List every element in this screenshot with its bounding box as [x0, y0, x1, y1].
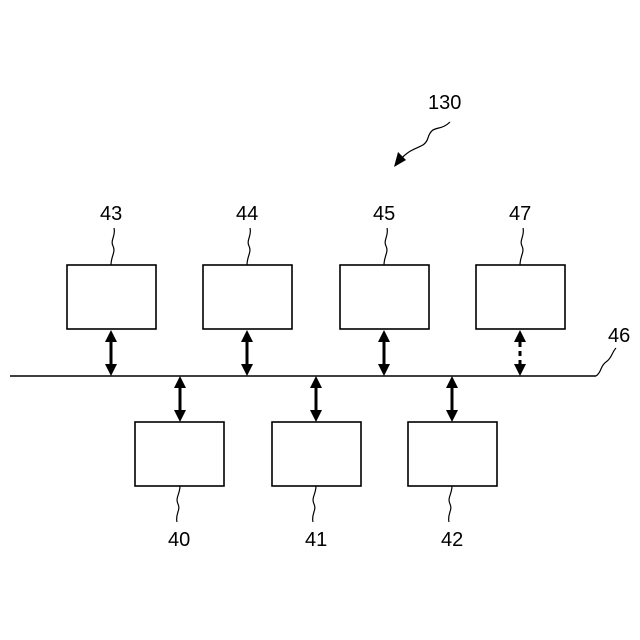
- block-box: [476, 265, 565, 329]
- block-leader: [313, 486, 316, 522]
- top-block-45: 45: [340, 203, 429, 376]
- connector-44: [241, 330, 253, 376]
- figure-pointer-arrowhead: [394, 152, 406, 167]
- block-box: [408, 422, 497, 486]
- arrowhead-up: [378, 330, 390, 342]
- block-leader: [520, 228, 523, 265]
- arrowhead-down: [446, 410, 458, 422]
- figure-pointer-arrow: [400, 122, 450, 160]
- arrowhead-down: [174, 410, 186, 422]
- arrowhead-up: [241, 330, 253, 342]
- connector-43: [105, 330, 117, 376]
- block-leader: [177, 486, 180, 522]
- top-block-43: 43: [67, 203, 156, 376]
- bus: 46: [10, 325, 630, 376]
- connector-40: [174, 376, 186, 422]
- connector-47-dashed: [514, 330, 526, 376]
- connector-45: [378, 330, 390, 376]
- connector-41: [310, 376, 322, 422]
- top-block-44: 44: [203, 203, 292, 376]
- block-label: 45: [373, 203, 395, 225]
- connector-42: [446, 376, 458, 422]
- figure-label: 130: [428, 92, 461, 114]
- block-box: [67, 265, 156, 329]
- arrowhead-up: [310, 376, 322, 388]
- block-leader: [111, 228, 114, 265]
- block-label: 42: [441, 529, 463, 551]
- figure-reference: 130: [394, 92, 461, 167]
- arrowhead-up: [514, 330, 526, 342]
- bus-label: 46: [608, 325, 630, 347]
- top-block-47: 47: [476, 203, 565, 376]
- block-leader: [384, 228, 387, 265]
- block-label: 43: [100, 203, 122, 225]
- arrowhead-down: [241, 364, 253, 376]
- block-leader: [247, 228, 250, 265]
- arrowhead-up: [105, 330, 117, 342]
- arrowhead-up: [174, 376, 186, 388]
- block-label: 41: [305, 529, 327, 551]
- arrowhead-down: [105, 364, 117, 376]
- block-label: 47: [509, 203, 531, 225]
- arrowhead-down: [310, 410, 322, 422]
- bottom-block-41: 41: [272, 376, 361, 551]
- arrowhead-down: [514, 364, 526, 376]
- block-box: [340, 265, 429, 329]
- block-label: 44: [236, 203, 258, 225]
- block-box: [135, 422, 224, 486]
- arrowhead-up: [446, 376, 458, 388]
- block-leader: [449, 486, 452, 522]
- arrowhead-down: [378, 364, 390, 376]
- bus-leader: [596, 348, 616, 376]
- bottom-block-42: 42: [408, 376, 497, 551]
- block-box: [203, 265, 292, 329]
- block-label: 40: [168, 529, 190, 551]
- block-box: [272, 422, 361, 486]
- bottom-block-40: 40: [135, 376, 224, 551]
